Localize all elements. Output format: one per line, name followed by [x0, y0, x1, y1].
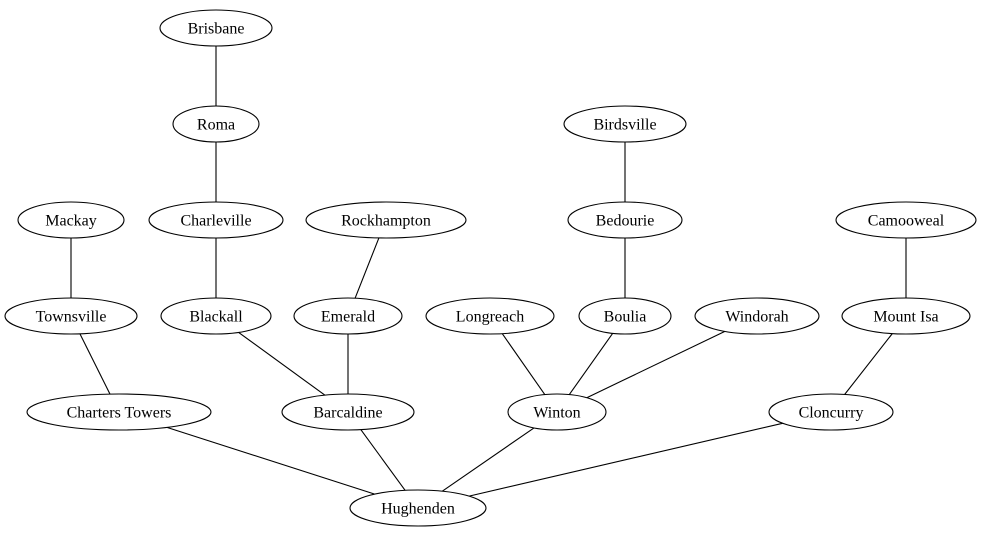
node-ellipse: [841, 297, 971, 335]
node-bedourie: Bedourie: [567, 201, 683, 239]
node-label: Blackall: [189, 309, 243, 326]
node-ellipse: [507, 393, 607, 431]
edge-blackall-barcaldine: [238, 331, 326, 396]
node-birdsville: Birdsville: [563, 105, 687, 143]
node-ellipse: [349, 489, 487, 527]
node-ellipse: [305, 201, 467, 239]
node-cloncurry: Cloncurry: [768, 393, 894, 431]
node-camooweal: Camooweal: [835, 201, 977, 239]
node-mount-isa: Mount Isa: [841, 297, 971, 335]
node-ellipse: [563, 105, 687, 143]
node-label: Longreach: [456, 309, 524, 326]
node-label: Hughenden: [381, 501, 455, 518]
node-boulia: Boulia: [578, 297, 672, 335]
node-windorah: Windorah: [694, 297, 820, 335]
node-label: Brisbane: [188, 21, 245, 38]
node-roma: Roma: [172, 105, 260, 143]
edge-charters-towers-hughenden: [166, 426, 375, 495]
edge-cloncurry-hughenden: [468, 422, 783, 497]
edge-mount-isa-cloncurry: [844, 333, 893, 395]
node-label: Rockhampton: [341, 213, 431, 230]
node-label: Roma: [197, 117, 235, 134]
edge-barcaldine-hughenden: [360, 429, 406, 491]
node-winton: Winton: [507, 393, 607, 431]
node-label: Mackay: [45, 213, 97, 230]
node-label: Windorah: [725, 309, 788, 326]
node-ellipse: [26, 393, 212, 431]
node-label: Townsville: [36, 309, 107, 326]
node-blackall: Blackall: [160, 297, 272, 335]
node-longreach: Longreach: [425, 297, 555, 335]
edge-winton-hughenden: [441, 427, 535, 492]
edge-rockhampton-emerald: [354, 237, 380, 299]
edge-layer: [70, 46, 907, 497]
node-ellipse: [293, 297, 403, 335]
edge-townsville-charters-towers: [79, 333, 111, 395]
node-ellipse: [4, 297, 138, 335]
node-label: Winton: [533, 405, 580, 422]
node-brisbane: Brisbane: [159, 9, 273, 47]
node-label: Bedourie: [596, 213, 655, 230]
edge-boulia-winton: [568, 332, 614, 395]
node-label: Barcaldine: [313, 405, 382, 422]
node-ellipse: [17, 201, 125, 239]
node-label: Boulia: [604, 309, 647, 326]
node-label: Emerald: [321, 309, 375, 326]
node-ellipse: [159, 9, 273, 47]
node-rockhampton: Rockhampton: [305, 201, 467, 239]
node-ellipse: [567, 201, 683, 239]
node-mackay: Mackay: [17, 201, 125, 239]
node-ellipse: [172, 105, 260, 143]
node-ellipse: [425, 297, 555, 335]
node-label: Charleville: [180, 213, 251, 230]
node-label: Cloncurry: [799, 405, 864, 422]
node-ellipse: [578, 297, 672, 335]
node-charleville: Charleville: [148, 201, 284, 239]
node-hughenden: Hughenden: [349, 489, 487, 527]
node-label: Camooweal: [868, 213, 945, 230]
node-label: Birdsville: [593, 117, 656, 134]
node-ellipse: [148, 201, 284, 239]
edge-longreach-winton: [501, 333, 546, 395]
node-barcaldine: Barcaldine: [281, 393, 415, 431]
node-ellipse: [281, 393, 415, 431]
node-charters-towers: Charters Towers: [26, 393, 212, 431]
node-ellipse: [768, 393, 894, 431]
node-label: Mount Isa: [873, 309, 938, 326]
node-ellipse: [160, 297, 272, 335]
edge-windorah-winton: [586, 330, 726, 399]
node-townsville: Townsville: [4, 297, 138, 335]
node-emerald: Emerald: [293, 297, 403, 335]
node-ellipse: [694, 297, 820, 335]
node-ellipse: [835, 201, 977, 239]
node-label: Charters Towers: [67, 405, 172, 422]
